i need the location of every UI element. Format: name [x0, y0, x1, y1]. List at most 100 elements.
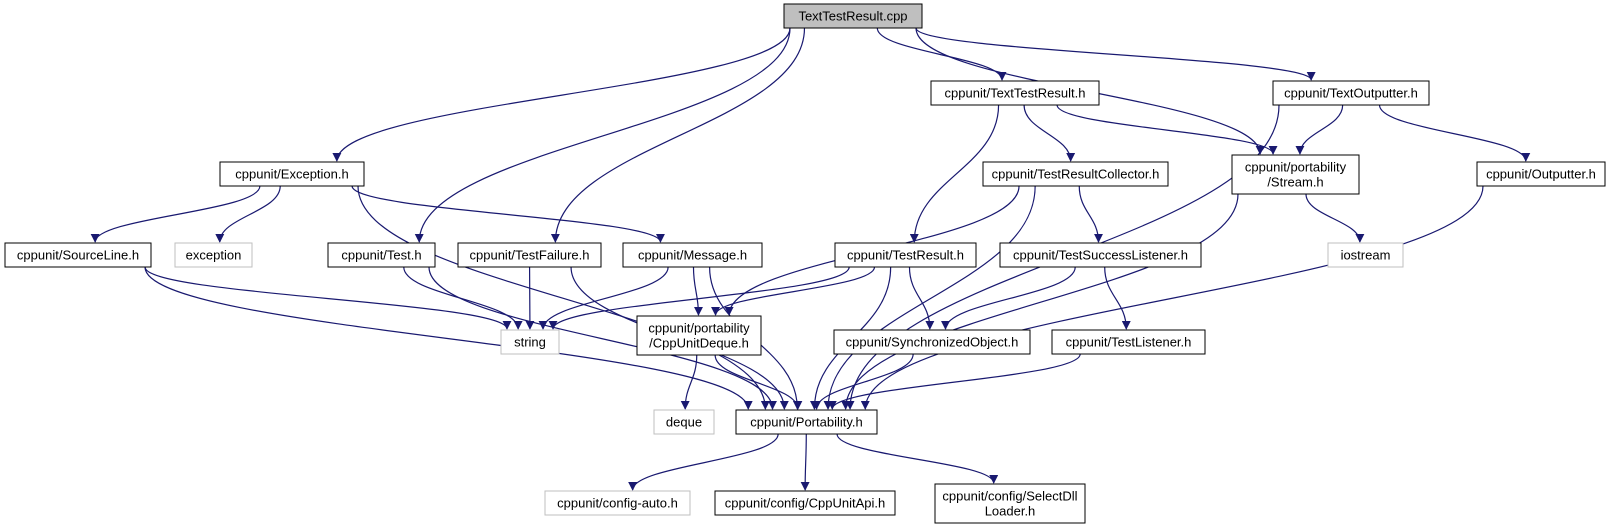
edge-texttestresult_h-to-testresult_h	[909, 104, 1000, 243]
node-box	[636, 315, 762, 356]
node-box	[327, 242, 436, 268]
edge-root-to-testfailure_h	[550, 27, 806, 243]
node-root[interactable]: TextTestResult.cpp	[783, 3, 923, 29]
edge-exception_h-to-portability_h	[357, 185, 770, 410]
node-box	[544, 490, 691, 516]
node-string: string	[500, 329, 560, 355]
node-label: cppunit/TextOutputter.h	[1284, 86, 1418, 101]
node-cppunitapi-h[interactable]: cppunit/config/CppUnitApi.h	[714, 490, 896, 516]
edge-texttestresult_h-to-testresultcollector_h	[1023, 104, 1076, 162]
node-test-h[interactable]: cppunit/Test.h	[327, 242, 436, 268]
node-label: /CppUnitDeque.h	[649, 336, 749, 351]
edge-testresultcollector_h-to-testsuccesslistener_h	[1078, 185, 1103, 243]
edge-outputter_h-to-portability_h	[860, 185, 1484, 410]
node-testfailure-h[interactable]: cppunit/TestFailure.h	[457, 242, 602, 268]
node-textoutputter-h[interactable]: cppunit/TextOutputter.h	[1272, 80, 1430, 106]
node-label: cppunit/SourceLine.h	[17, 248, 139, 263]
node-box	[982, 161, 1169, 187]
nodes-layer: TextTestResult.cpp cppunit/TextTestResult…	[4, 3, 1606, 524]
node-sourceline-h[interactable]: cppunit/SourceLine.h	[4, 242, 152, 268]
edge-portability_h-to-cppunitapi_h	[800, 433, 810, 491]
node-portability-h[interactable]: cppunit/Portability.h	[735, 409, 878, 435]
edge-texttestresult_h-to-stream_h	[1056, 104, 1278, 155]
edge-stream_h-to-portability_h	[841, 193, 1239, 410]
edge-root-to-textoutputter_h	[915, 27, 1316, 81]
node-label: string	[514, 335, 546, 350]
edge-sourceline_h-to-string	[144, 266, 512, 330]
node-box	[174, 242, 253, 268]
node-label: cppunit/Message.h	[638, 248, 747, 263]
node-deque: deque	[653, 409, 715, 435]
node-label: Loader.h	[985, 504, 1036, 519]
node-box	[714, 490, 896, 516]
node-box	[930, 80, 1100, 106]
node-texttestresult-h[interactable]: cppunit/TextTestResult.h	[930, 80, 1100, 106]
node-label: cppunit/Outputter.h	[1486, 167, 1596, 182]
edge-testresult_h-to-cppunitdeque_h	[711, 266, 876, 316]
edge-root-to-test_h	[414, 27, 791, 243]
node-label: cppunit/Exception.h	[235, 167, 348, 182]
node-testsuccesslistener-h[interactable]: cppunit/TestSuccessListener.h	[999, 242, 1202, 268]
edge-exception_h-to-message_h	[351, 185, 665, 243]
node-label: exception	[186, 248, 242, 263]
edge-message_h-to-string	[538, 266, 669, 330]
node-label: cppunit/portability	[648, 321, 750, 336]
node-box	[457, 242, 602, 268]
node-box	[1231, 154, 1360, 195]
edge-root-to-exception_h	[332, 27, 791, 162]
node-box	[735, 409, 878, 435]
node-stream-h[interactable]: cppunit/portability/Stream.h	[1231, 154, 1360, 195]
node-box	[622, 242, 763, 268]
node-box	[783, 3, 923, 29]
node-label: cppunit/TestResultCollector.h	[992, 167, 1160, 182]
node-exception: exception	[174, 242, 253, 268]
edge-testsuccesslistener_h-to-testlistener_h	[1104, 266, 1131, 330]
node-box	[653, 409, 715, 435]
node-box	[4, 242, 152, 268]
node-exception-h[interactable]: cppunit/Exception.h	[219, 161, 365, 187]
node-box	[934, 483, 1086, 524]
edge-textoutputter_h-to-outputter_h	[1378, 104, 1531, 162]
node-outputter-h[interactable]: cppunit/Outputter.h	[1476, 161, 1606, 187]
node-box	[1476, 161, 1606, 187]
node-label: /Stream.h	[1267, 175, 1323, 190]
node-testresultcollector-h[interactable]: cppunit/TestResultCollector.h	[982, 161, 1169, 187]
edge-test_h-to-portability_h	[428, 266, 777, 410]
node-label: cppunit/TestResult.h	[847, 248, 964, 263]
node-label: iostream	[1341, 248, 1391, 263]
edge-synchronizedobject_h-to-portability_h	[812, 353, 914, 410]
node-box	[999, 242, 1202, 268]
edge-testresultcollector_h-to-portability_h	[823, 185, 1036, 410]
edge-sourceline_h-to-portability_h	[144, 266, 753, 410]
node-label: TextTestResult.cpp	[798, 9, 907, 24]
node-label: cppunit/SynchronizedObject.h	[846, 335, 1019, 350]
node-label: cppunit/Test.h	[341, 248, 421, 263]
edge-testresult_h-to-string	[548, 266, 850, 330]
node-box	[500, 329, 560, 355]
edge-exception_h-to-sourceline_h	[90, 185, 261, 243]
node-box	[834, 242, 977, 268]
edge-stream_h-to-iostream	[1305, 193, 1365, 243]
node-label: cppunit/TestListener.h	[1066, 335, 1192, 350]
node-configauto-h: cppunit/config-auto.h	[544, 490, 691, 516]
node-message-h[interactable]: cppunit/Message.h	[622, 242, 763, 268]
node-cppunitdeque-h[interactable]: cppunit/portability/CppUnitDeque.h	[636, 315, 762, 356]
edge-testsuccesslistener_h-to-synchronizedobject_h	[941, 266, 1076, 330]
node-label: cppunit/TestSuccessListener.h	[1013, 248, 1188, 263]
node-label: cppunit/config/CppUnitApi.h	[725, 496, 885, 511]
node-synchronizedobject-h[interactable]: cppunit/SynchronizedObject.h	[833, 329, 1031, 355]
node-label: cppunit/TextTestResult.h	[945, 86, 1086, 101]
node-box	[833, 329, 1031, 355]
node-label: cppunit/Portability.h	[750, 415, 863, 430]
node-label: deque	[666, 415, 702, 430]
node-label: cppunit/portability	[1245, 160, 1347, 175]
node-testresult-h[interactable]: cppunit/TestResult.h	[834, 242, 977, 268]
node-box	[1051, 329, 1206, 355]
node-testlistener-h[interactable]: cppunit/TestListener.h	[1051, 329, 1206, 355]
node-box	[1327, 242, 1404, 268]
node-iostream: iostream	[1327, 242, 1404, 268]
edge-testresult_h-to-synchronizedobject_h	[908, 266, 935, 330]
edge-cppunitdeque_h-to-portability_h	[714, 354, 803, 410]
